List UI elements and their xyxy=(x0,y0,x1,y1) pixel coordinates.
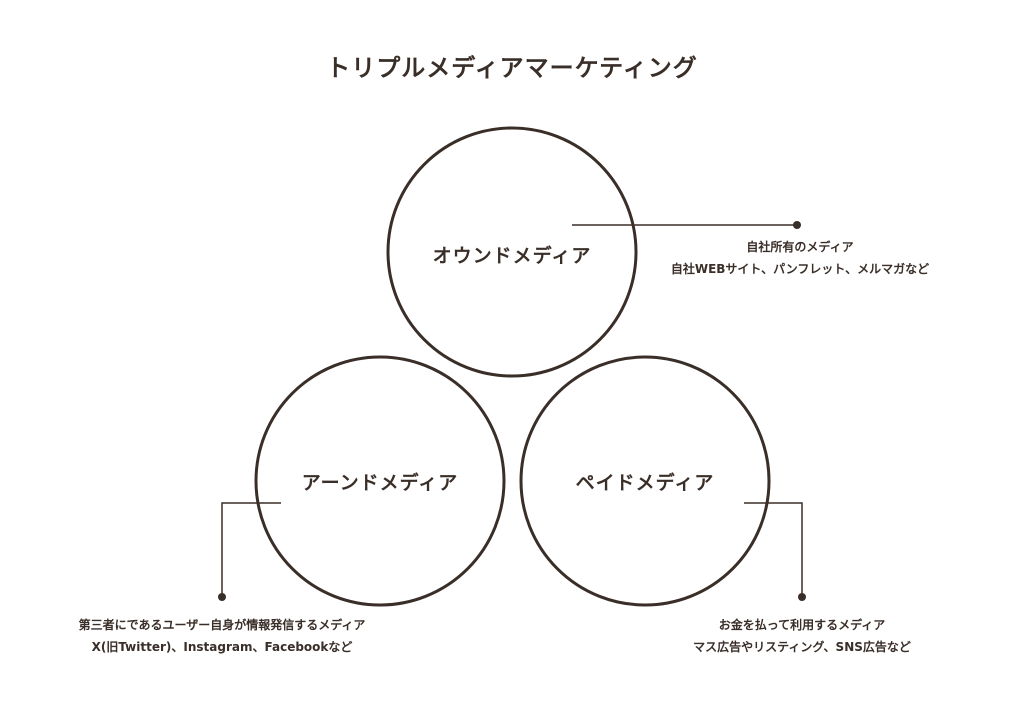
earned-media-description: 第三者にであるユーザー自身が情報発信するメディア xyxy=(78,618,366,632)
earned-connector-dot xyxy=(218,593,226,601)
owned-media-note: 自社所有のメディア 自社WEBサイト、パンフレット、メルマガなど xyxy=(671,236,929,280)
owned-media-description: 自社所有のメディア xyxy=(746,240,854,254)
page-title: トリプルメディアマーケティング xyxy=(326,54,698,82)
owned-media-label: オウンドメディア xyxy=(432,245,592,267)
paid-connector-line xyxy=(744,502,803,597)
paid-media-examples: マス広告やリスティング、SNS広告など xyxy=(693,640,911,654)
earned-media-note: 第三者にであるユーザー自身が情報発信するメディア X(旧Twitter)、Ins… xyxy=(79,614,366,658)
paid-media-circle xyxy=(519,355,771,607)
paid-media-note: お金を払って利用するメディア マス広告やリスティング、SNS広告など xyxy=(693,614,911,658)
earned-media-circle xyxy=(254,355,506,607)
paid-media-description: お金を払って利用するメディア xyxy=(718,618,886,632)
owned-media-examples: 自社WEBサイト、パンフレット、メルマガなど xyxy=(670,262,930,276)
owned-media-circle xyxy=(386,126,638,378)
earned-media-label: アーンドメディア xyxy=(301,472,459,494)
paid-connector-dot xyxy=(798,593,806,601)
earned-connector-line xyxy=(221,502,281,597)
owned-connector-dot xyxy=(793,221,801,229)
paid-media-label: ペイドメディア xyxy=(575,472,715,494)
earned-media-examples: X(旧Twitter)、Instagram、Facebookなど xyxy=(91,640,353,654)
